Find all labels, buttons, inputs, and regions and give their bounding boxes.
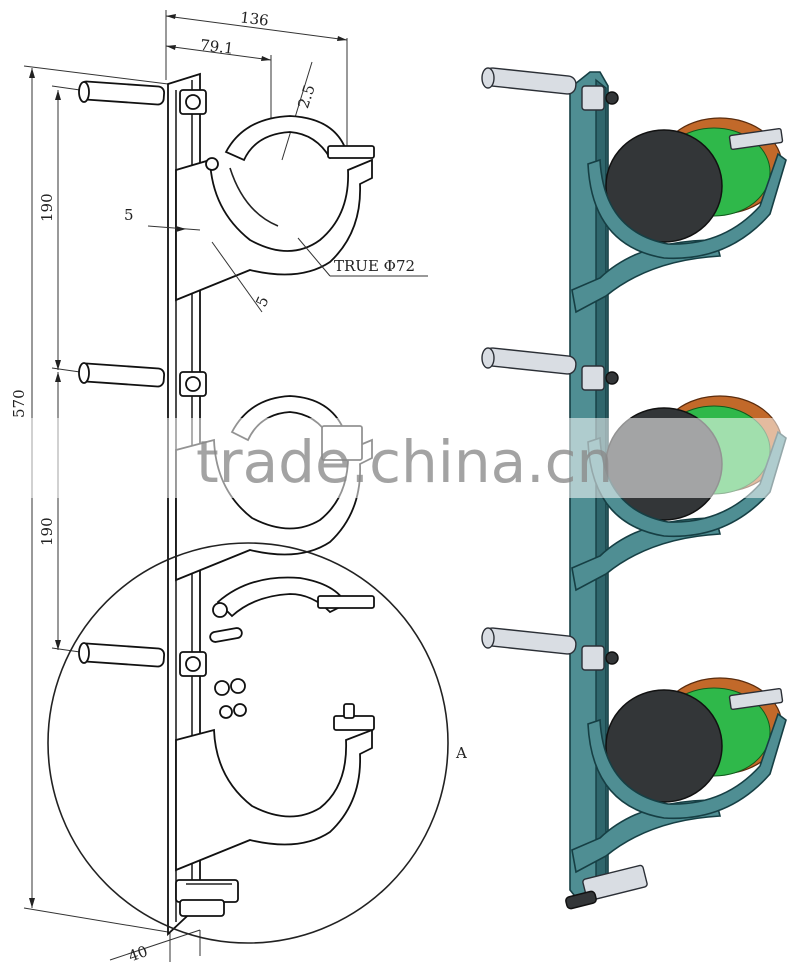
- cable-clamp-rendered: [571, 117, 787, 314]
- dim-label-true-phi-72: TRUE Φ72: [334, 257, 415, 275]
- cable-clamp-rendered: [571, 677, 787, 874]
- dim-label-190-upper: 190: [38, 193, 56, 222]
- dimension-overall-width: 136: [165, 8, 348, 150]
- dim-label-5-side: 5: [124, 206, 134, 224]
- dim-label-5-diag: 5: [252, 293, 272, 309]
- dimension-overall-height: 570: [10, 65, 169, 933]
- bottom-fitting: [175, 879, 239, 917]
- stud-bolt: [78, 80, 207, 115]
- dim-label-2-5: 2.5: [294, 82, 318, 110]
- stud-bolt-rendered: [481, 67, 619, 111]
- dimension-offset-width: 79.1: [165, 36, 272, 120]
- dim-label-136: 136: [239, 8, 270, 29]
- line-drawing: 136 79.1 2.5 570: [10, 8, 467, 965]
- dimension-thickness-top: 2.5: [281, 61, 319, 161]
- bottom-fitting-rendered: [565, 864, 648, 910]
- clamp-arm: [175, 576, 375, 872]
- stud-bolt-rendered: [481, 347, 619, 391]
- stud-bolt-rendered: [481, 627, 619, 671]
- dimension-thickness-side: 5: [124, 206, 201, 232]
- detail-label-a: A: [455, 744, 467, 762]
- dim-label-570: 570: [10, 389, 28, 418]
- dim-label-40: 40: [126, 942, 150, 965]
- clamp-arm: [175, 115, 375, 302]
- dimension-clamp-diameter: TRUE Φ72: [297, 237, 428, 277]
- dim-label-79-1: 79.1: [199, 36, 234, 58]
- watermark: trade.china.cn: [0, 418, 800, 498]
- dimension-pitch-upper: 190: [38, 85, 81, 373]
- stud-bolt: [78, 362, 207, 397]
- watermark-text: trade.china.cn: [196, 428, 613, 496]
- stud-bolt: [78, 642, 207, 677]
- dimension-pitch-lower: 190: [38, 372, 81, 653]
- detail-circle: A: [47, 542, 467, 944]
- dimension-base-width: 40: [109, 929, 201, 966]
- dim-label-190-lower: 190: [38, 517, 56, 546]
